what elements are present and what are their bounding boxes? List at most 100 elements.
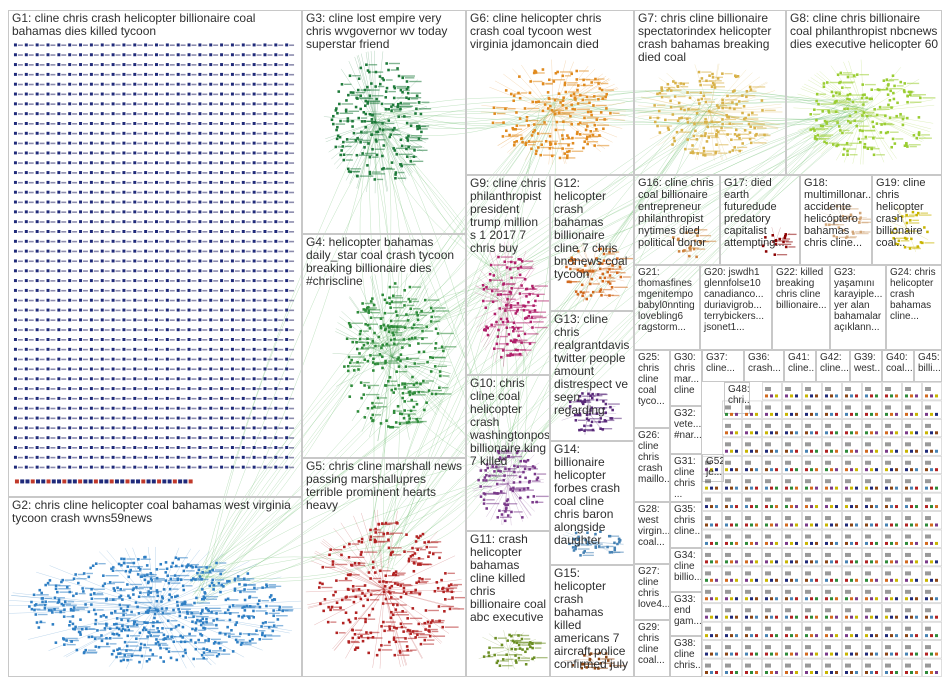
graph-node [143, 574, 146, 578]
graph-node [380, 625, 395, 628]
graph-node [550, 154, 554, 158]
graph-node [241, 131, 251, 135]
graph-node [46, 426, 56, 430]
graph-node [252, 259, 262, 263]
graph-node [660, 89, 664, 92]
graph-edge [321, 540, 385, 590]
graph-node [63, 608, 66, 611]
graph-node [155, 82, 164, 86]
graph-edge [503, 73, 554, 113]
graph-edge [378, 116, 402, 359]
graph-edge [369, 357, 393, 438]
graph-node [220, 288, 229, 292]
graph-edge [383, 589, 407, 666]
graph-node [391, 573, 395, 576]
graph-node [51, 479, 56, 484]
graph-node [24, 249, 34, 253]
graph-node [176, 308, 186, 312]
graph-node [187, 396, 197, 400]
graph-node [198, 269, 208, 273]
graph-node [834, 110, 838, 113]
graph-node [424, 609, 439, 612]
graph-node [374, 138, 386, 142]
graph-node [835, 99, 847, 103]
graph-edge [709, 107, 783, 113]
graph-edge [771, 227, 776, 242]
graph-edge [375, 121, 404, 183]
graph-node [342, 158, 353, 162]
graph-node [351, 628, 363, 632]
graph-edge [474, 304, 509, 319]
tiny-cluster-cell [702, 455, 722, 474]
graph-node [263, 367, 273, 371]
graph-node [274, 357, 284, 361]
graph-node [176, 161, 186, 165]
graph-node [420, 309, 423, 313]
tiny-cluster-cell [762, 585, 782, 604]
graph-node [24, 328, 34, 332]
graph-edge [666, 72, 711, 113]
graph-node [166, 619, 178, 623]
graph-node [187, 141, 197, 145]
graph-node [220, 92, 229, 96]
graph-node [57, 308, 67, 312]
graph-node [406, 319, 410, 322]
graph-node [573, 413, 577, 417]
graph-edge [488, 447, 509, 484]
graph-node [68, 63, 78, 67]
graph-node [176, 249, 186, 253]
graph-node [404, 365, 420, 368]
graph-node [577, 249, 580, 253]
graph-node [79, 112, 88, 116]
graph-node [209, 446, 219, 450]
graph-node [144, 131, 154, 135]
graph-node [330, 605, 342, 609]
graph-node [133, 465, 143, 469]
graph-node [24, 308, 34, 312]
graph-node [220, 396, 229, 400]
graph-node [741, 94, 756, 97]
graph-node [371, 147, 385, 151]
tiny-cluster-cell [882, 492, 902, 511]
graph-edge [154, 608, 292, 631]
graph-node [428, 634, 446, 638]
graph-node [563, 81, 578, 85]
graph-node [285, 436, 295, 440]
graph-edge [366, 126, 401, 564]
graph-node [68, 190, 78, 194]
graph-edge [507, 286, 541, 305]
graph-node [157, 630, 161, 633]
graph-edge [553, 111, 601, 152]
graph-edge [539, 89, 847, 113]
graph-node [905, 229, 920, 233]
graph-node [430, 315, 441, 319]
graph-node [147, 590, 162, 593]
tiny-cluster-cell [862, 455, 882, 474]
graph-edge [477, 276, 509, 305]
graph-node [702, 94, 706, 98]
graph-node [198, 426, 208, 430]
graph-node [392, 85, 407, 88]
graph-node [122, 609, 125, 613]
graph-node [220, 63, 229, 67]
graph-edge [374, 50, 377, 123]
graph-node [230, 318, 240, 322]
graph-node [51, 611, 66, 614]
graph-node [13, 131, 23, 135]
graph-node [360, 130, 372, 134]
graph-node [350, 564, 366, 567]
graph-node [394, 310, 398, 313]
graph-node [380, 102, 394, 106]
graph-node [743, 129, 747, 132]
graph-node [89, 102, 99, 106]
graph-node [155, 121, 164, 125]
graph-node [144, 259, 154, 263]
graph-node [46, 112, 56, 116]
graph-node [383, 298, 387, 302]
graph-edge [553, 111, 606, 150]
graph-node [79, 406, 88, 410]
graph-node [111, 82, 121, 86]
graph-node [504, 467, 517, 471]
graph-node [697, 102, 701, 105]
graph-node [265, 585, 282, 588]
